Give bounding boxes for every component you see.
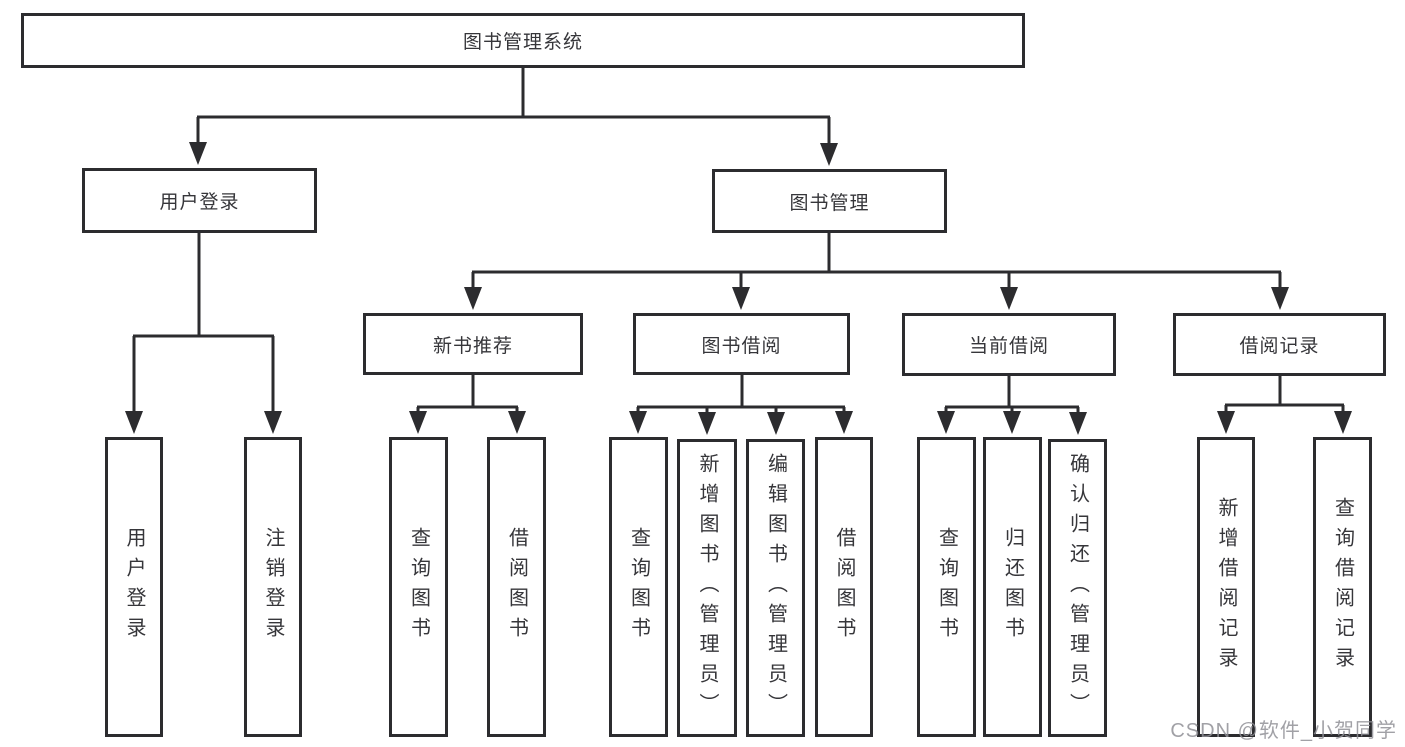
node-add-books-admin: 新增图书（管理员） xyxy=(677,439,737,737)
watermark: CSDN @软件_小贺同学 xyxy=(1170,720,1397,742)
node-book-management: 图书管理 xyxy=(712,169,947,233)
node-edit-books-admin: 编辑图书（管理员） xyxy=(746,439,805,737)
node-query-borrow-record: 查询借阅记录 xyxy=(1313,437,1372,737)
node-root-system: 图书管理系统 xyxy=(21,13,1025,68)
node-query-books-1: 查询图书 xyxy=(389,437,448,737)
node-confirm-return-admin: 确认归还（管理员） xyxy=(1048,439,1107,737)
node-user-login: 用户登录 xyxy=(82,168,317,233)
node-new-book-recommend: 新书推荐 xyxy=(363,313,583,375)
node-borrow-books-1: 借阅图书 xyxy=(487,437,546,737)
node-current-borrow: 当前借阅 xyxy=(902,313,1116,376)
node-borrow-books-2: 借阅图书 xyxy=(815,437,873,737)
node-book-borrow: 图书借阅 xyxy=(633,313,850,375)
node-logout-leaf: 注销登录 xyxy=(244,437,302,737)
node-add-borrow-record: 新增借阅记录 xyxy=(1197,437,1255,737)
node-query-books-3: 查询图书 xyxy=(917,437,976,737)
node-user-login-leaf: 用户登录 xyxy=(105,437,163,737)
node-query-books-2: 查询图书 xyxy=(609,437,668,737)
node-return-books: 归还图书 xyxy=(983,437,1042,737)
node-borrow-record: 借阅记录 xyxy=(1173,313,1386,376)
